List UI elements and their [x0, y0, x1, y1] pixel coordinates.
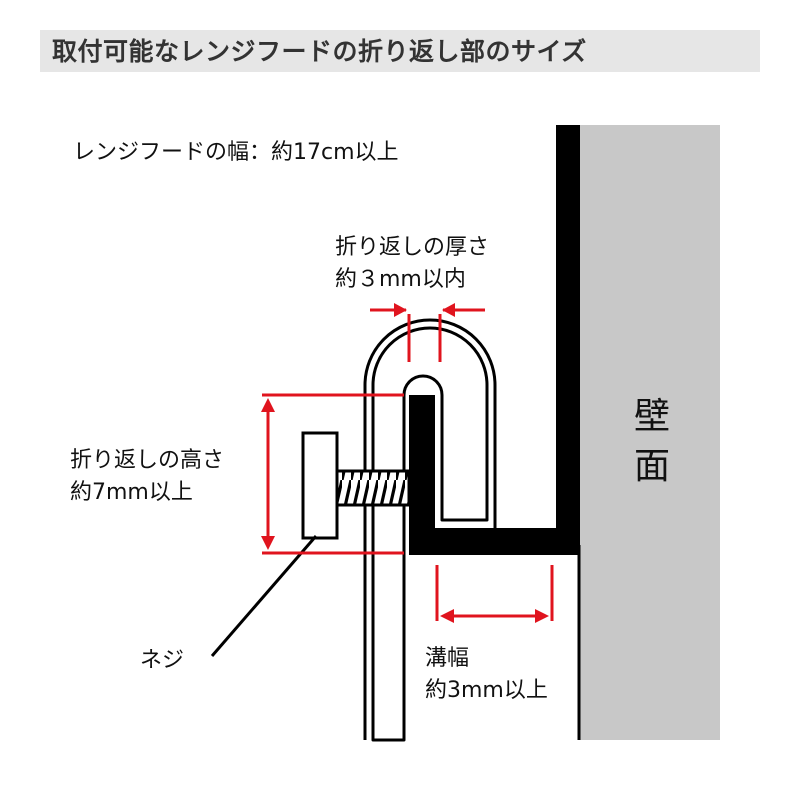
height-label-line1: 折り返しの高さ: [70, 448, 225, 473]
height-dimension: [261, 393, 404, 555]
screw-label: ネジ: [140, 648, 185, 673]
thickness-dimension: [370, 303, 485, 362]
hood-fold-inner: [363, 318, 497, 740]
thickness-label-line2: 約３mm以内: [335, 267, 466, 292]
hood-fold-outline: [371, 326, 489, 742]
title-bar: [40, 30, 760, 72]
groove-label-line1: 溝幅: [425, 646, 470, 671]
screw-head: [301, 431, 339, 540]
page-title: 取付可能なレンジフードの折り返し部のサイズ: [52, 37, 587, 66]
wall-surface: [580, 125, 720, 740]
groove-dimension: [435, 565, 554, 623]
thickness-label-line1: 折り返しの厚さ: [335, 235, 490, 260]
wall-label-line1: 壁: [633, 396, 670, 437]
wall-label: 壁 面: [630, 392, 674, 492]
hood-width-label: レンジフードの幅：約17cm以上: [73, 140, 399, 165]
height-label-line2: 約7mm以上: [70, 480, 193, 505]
wall-label-line2: 面: [633, 446, 670, 487]
wall-bracket: [409, 125, 580, 555]
screw-shaft: [335, 469, 411, 507]
screw-leader-line: [210, 535, 318, 657]
groove-label-line2: 約3mm以上: [425, 678, 548, 703]
